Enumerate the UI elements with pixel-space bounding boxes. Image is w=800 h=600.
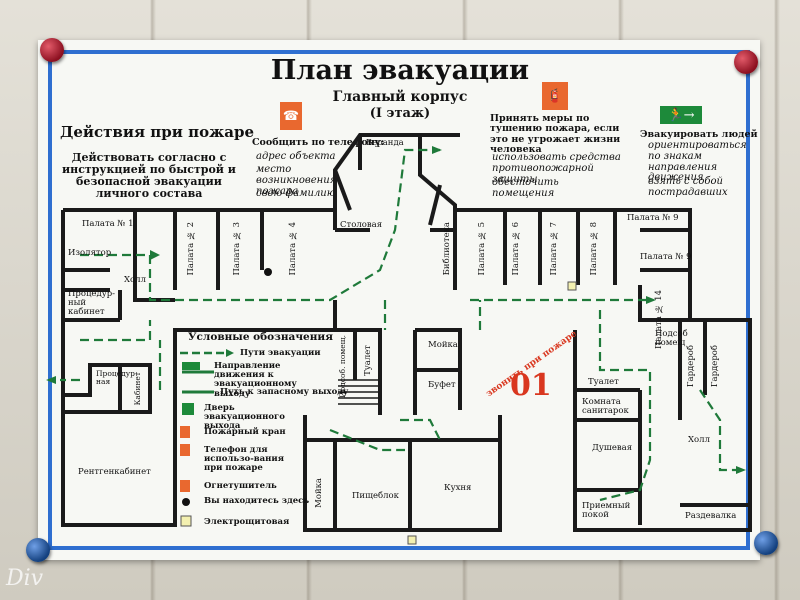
fire-block-title: Принять меры по тушению пожара, если это…: [490, 113, 621, 155]
building-subtitle: Главный корпус: [332, 89, 468, 105]
evacuation-routes: [60, 148, 740, 502]
fire-item-1: использовать средства противопожарной за…: [492, 152, 621, 185]
room-ward1: Палата № 1: [82, 219, 134, 229]
pin-bottom-right: [754, 531, 778, 555]
poster-blue-frame: [48, 50, 750, 550]
plan-title: План эвакуации: [270, 55, 530, 86]
room-library: Библиотека: [442, 222, 452, 276]
legend-symbols: [180, 349, 234, 527]
room-ward5: Палата № 5: [477, 222, 487, 276]
phone-block-title: Сообщить по телефону:: [252, 137, 385, 148]
pin-top-right: [734, 50, 758, 74]
room-sink2: Мойка: [314, 478, 324, 508]
electric-panel-marker: [407, 535, 417, 545]
room-toilet1: Туалет: [363, 345, 373, 376]
actions-heading: Действия при пожаре: [60, 123, 254, 141]
room-wardrobe1: Гардероб: [686, 345, 696, 388]
legend-item-you-are-here: Вы находитесь здесь: [204, 496, 310, 506]
room-hall2: Холл: [688, 435, 710, 445]
legend-title: Условные обозначения: [188, 331, 333, 343]
phone-icon: ☎: [280, 102, 302, 130]
building-walls: [61, 133, 752, 532]
room-cabinet: Кабинет: [133, 372, 142, 406]
phone-item-1: адрес объекта: [256, 151, 336, 162]
room-ward8: Палата № 8: [589, 222, 599, 276]
legend-item-hydrant: Пожарный кран: [204, 427, 286, 437]
room-kitchen: Кухня: [444, 483, 472, 493]
room-ward3: Палата № 3: [232, 222, 242, 276]
room-ward9a: Палата № 9: [627, 213, 679, 223]
phone-item-3: свою фамилию: [256, 188, 336, 199]
fire-extinguisher-icon: 🧯: [542, 82, 568, 110]
call-fire-number: 01: [510, 368, 552, 403]
room-ward7: Палата № 7: [549, 222, 559, 276]
room-reception: Приемный покой: [582, 501, 631, 521]
room-toilet2: Туалет: [588, 377, 619, 387]
room-manip: Процедур-ная: [96, 369, 138, 387]
room-foodblock: Пищеблок: [352, 491, 399, 501]
evac-item-1: ориентироваться по знакам направления дв…: [648, 140, 747, 184]
room-hall1: Холл: [124, 275, 146, 285]
legend-item-extinguisher: Огнетушитель: [204, 481, 277, 491]
evac-block-title: Эвакуировать людей: [640, 129, 758, 140]
pin-bottom-left: [26, 538, 50, 562]
room-wardrobe2: Гардероб: [710, 345, 720, 388]
room-changing: Раздевалка: [685, 511, 737, 521]
you-are-here-marker: [264, 268, 272, 276]
electric-panel-marker-2: [567, 281, 577, 291]
room-ward9b: Палата № 9: [640, 252, 692, 262]
actions-instructions: Действовать согласно с инструкцией по бы…: [62, 151, 236, 200]
legend-item-routes: Пути эвакуации: [240, 348, 321, 358]
evac-item-2: взять с собой пострадавших: [648, 176, 728, 198]
legend-item-exit-door: Дверь эвакуационного выхода: [204, 403, 285, 432]
room-diner: Столовая: [340, 220, 383, 230]
room-veranda: Веранда: [366, 138, 404, 148]
room-buffet: Буфет: [428, 380, 456, 390]
room-util2: Подсоб помещ: [655, 329, 688, 349]
room-ward4: Палата № 4: [288, 222, 298, 276]
room-shower: Душевая: [592, 443, 633, 453]
exit-sign-icon: 🏃→: [660, 106, 702, 124]
pin-top-left: [40, 38, 64, 62]
room-xray: Рентгенкабинет: [78, 467, 151, 477]
legend-item-direction: Направление движения к эвакуационному вы…: [214, 361, 297, 399]
watermark-text: Div: [6, 566, 44, 591]
phone-item-2: место возникновения пожара: [256, 164, 337, 197]
room-sanroom: Комната санитарок: [582, 397, 629, 417]
direction-arrows: [46, 146, 746, 474]
room-ward2: Палата № 2: [186, 222, 196, 276]
floor-label: (I этаж): [369, 106, 431, 121]
room-isolator: Изолятор: [68, 248, 112, 258]
room-ward6: Палата № 6: [511, 222, 521, 276]
legend-item-spare-path: Путь к запасному выходу: [220, 387, 349, 397]
room-proc: Процедур-ный кабинет: [68, 289, 116, 318]
room-sink1: Мойка: [428, 340, 458, 350]
legend-item-phone: Телефон для использо-вания при пожаре: [204, 445, 284, 474]
legend-item-panel: Электрощитовая: [204, 517, 290, 527]
fire-item-2: обесточить помещения: [492, 177, 559, 199]
